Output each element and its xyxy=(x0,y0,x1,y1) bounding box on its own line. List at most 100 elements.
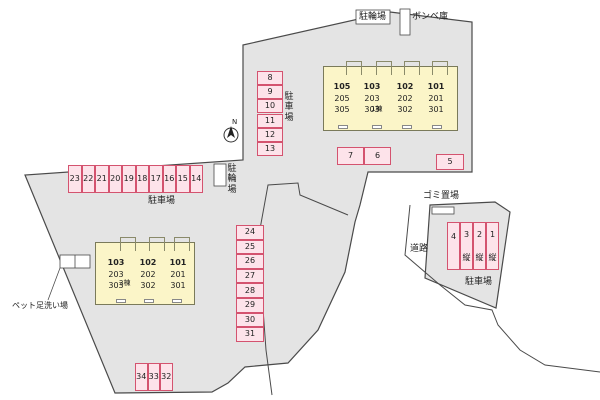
parking-space: 32 xyxy=(160,363,173,391)
garbage-label: ゴミ置場 xyxy=(423,191,460,201)
parking-space-vertical-mark: 縦 xyxy=(475,252,484,262)
gas-store-box xyxy=(399,8,411,36)
parking-left-label: 駐車場 xyxy=(148,196,176,206)
parking-space: 5 xyxy=(436,154,464,170)
parking-space: 30 xyxy=(236,312,264,328)
parking-space: 9 xyxy=(257,85,283,100)
parking-space: 26 xyxy=(236,254,264,269)
compass-north-label: N xyxy=(232,118,238,126)
parking-space: 29 xyxy=(236,298,264,313)
unit-column: 102 202 302 xyxy=(136,257,160,292)
unit-column: 101 201 301 xyxy=(166,257,190,292)
building-1-entry xyxy=(346,61,362,75)
door-mark xyxy=(372,125,382,129)
parking-east-label: 駐車場 xyxy=(465,277,493,287)
unit-column: 101 201 301 xyxy=(424,81,448,116)
parking-space: 20 xyxy=(108,165,122,193)
building-1-entry xyxy=(404,61,420,75)
parking-space: 19 xyxy=(122,165,136,193)
unit-number: 105 xyxy=(333,82,351,91)
door-mark xyxy=(172,299,182,303)
bicycle-top-label: 駐輪場 xyxy=(359,12,387,22)
building-1-entry xyxy=(432,61,448,75)
parking-space-number: 2 xyxy=(476,229,483,239)
parking-space: 18 xyxy=(135,165,149,193)
unit-number: 202 xyxy=(140,269,156,279)
parking-space: 34 xyxy=(135,363,148,391)
garbage-box xyxy=(431,206,455,215)
parking-space: 23 xyxy=(68,165,82,193)
parking-space: 28 xyxy=(236,283,264,298)
road-line-right xyxy=(404,204,600,373)
building-2-entry xyxy=(120,237,136,251)
unit-number: 202 xyxy=(397,93,413,103)
parking-space: 14 xyxy=(189,165,203,193)
parking-right-vertical-label: 駐車場 xyxy=(284,92,294,123)
pet-leader-line xyxy=(47,267,61,301)
parking-space-vertical-mark: 縦 xyxy=(462,252,471,262)
unit-number: 102 xyxy=(396,82,414,91)
pet-wash-label: ペット足洗い場 xyxy=(12,301,68,310)
unit-number: 102 xyxy=(139,258,157,267)
parking-space: 33 xyxy=(147,363,160,391)
unit-number: 305 xyxy=(334,105,350,115)
building-2-entry xyxy=(149,237,165,251)
bicycle-left-box xyxy=(213,163,227,187)
door-mark xyxy=(338,125,348,129)
building-2-name: 2棟 xyxy=(119,279,131,287)
unit-number: 303 xyxy=(108,281,124,291)
unit-number: 301 xyxy=(170,281,186,291)
parking-space: 22 xyxy=(81,165,95,193)
unit-number: 302 xyxy=(397,105,413,115)
building-1-entry xyxy=(376,61,392,75)
unit-number: 101 xyxy=(169,258,187,267)
unit-column: 102 202 302 xyxy=(393,81,417,116)
door-mark xyxy=(432,125,442,129)
unit-number: 205 xyxy=(334,93,350,103)
parking-space: 25 xyxy=(236,239,264,255)
parking-space: 31 xyxy=(236,327,264,342)
unit-column: 105 205 305 xyxy=(330,81,354,116)
unit-number: 302 xyxy=(140,281,156,291)
building-1-name: 1棟 xyxy=(371,105,383,113)
parking-space: 4 xyxy=(447,222,460,270)
parking-space: 13 xyxy=(257,142,283,156)
gas-store-label: ボンベ庫 xyxy=(412,12,449,22)
bicycle-top-box xyxy=(355,9,391,25)
door-mark xyxy=(144,299,154,303)
unit-number: 201 xyxy=(170,269,186,279)
door-mark xyxy=(402,125,412,129)
parking-space: 8 xyxy=(257,71,283,85)
parking-space: 15 xyxy=(176,165,190,193)
parking-space: 21 xyxy=(95,165,109,193)
unit-number: 103 xyxy=(363,82,381,91)
unit-column: 103 203 303 xyxy=(360,81,384,116)
parking-space: 12 xyxy=(257,127,283,142)
parking-space-vertical-mark: 縦 xyxy=(488,252,497,262)
building-1: 105 205 305 103 203 303 102 202 302 101 … xyxy=(323,61,458,131)
compass-icon xyxy=(223,126,239,143)
unit-number: 203 xyxy=(108,269,124,279)
unit-number: 201 xyxy=(428,93,444,103)
parking-space-number: 4 xyxy=(450,231,457,241)
parking-space: 17 xyxy=(149,165,163,193)
parking-space: 27 xyxy=(236,268,264,284)
parking-space-number: 3 xyxy=(463,229,470,239)
parking-space: 10 xyxy=(257,99,283,114)
road-line-left xyxy=(257,182,349,396)
building-2: 103 203 303 102 202 302 101 201 301 2棟 xyxy=(95,237,195,305)
unit-number: 203 xyxy=(364,93,380,103)
parking-space: 7 xyxy=(337,147,364,165)
parking-space: 16 xyxy=(162,165,176,193)
parking-space: 11 xyxy=(257,113,283,128)
bicycle-left-vertical-label: 駐輪場 xyxy=(227,164,237,195)
unit-number: 303 xyxy=(364,105,380,115)
parking-space: 6 xyxy=(364,147,391,165)
parking-space: 24 xyxy=(236,225,264,240)
road-label: 道路 xyxy=(410,244,429,254)
unit-number: 103 xyxy=(107,258,125,267)
unit-column: 103 203 303 xyxy=(104,257,128,292)
